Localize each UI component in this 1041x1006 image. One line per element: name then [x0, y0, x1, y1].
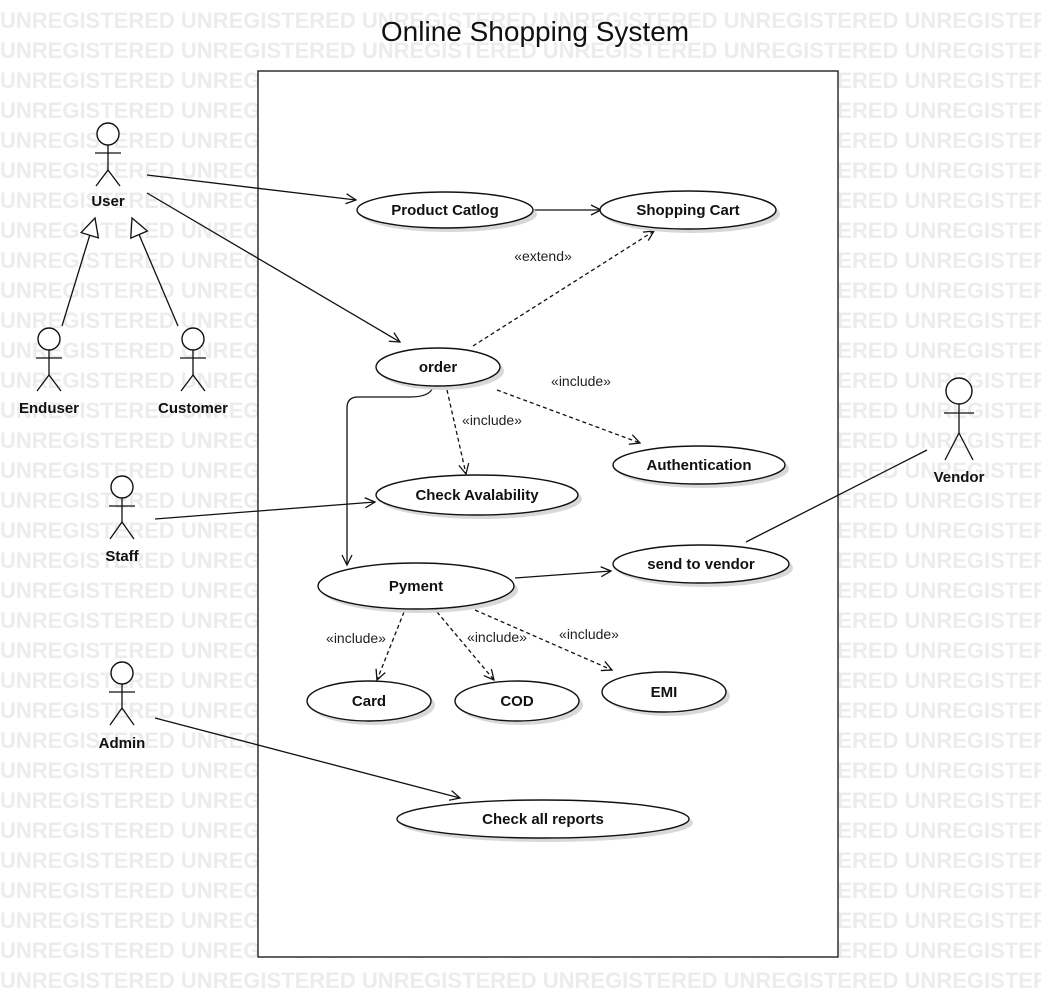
- use-case-label: COD: [500, 693, 534, 710]
- include-order-check-availability: [446, 389, 466, 474]
- stick-figure-icon: [180, 327, 206, 392]
- generalization-enduser-user: [61, 216, 100, 327]
- use-case-label: Product Catlog: [391, 202, 499, 219]
- include-label-emi: «include»: [559, 626, 619, 642]
- use-case-card[interactable]: Card: [306, 680, 435, 725]
- include-payment-card: [377, 611, 405, 680]
- actor-admin[interactable]: Admin: [99, 661, 146, 752]
- use-case-send-to-vendor[interactable]: send to vendor: [612, 544, 793, 587]
- use-case-payment[interactable]: Pyment: [317, 562, 518, 613]
- actor-label: User: [91, 193, 125, 210]
- assoc-user-product-catalog: [146, 174, 356, 200]
- actor-label: Customer: [158, 400, 228, 417]
- watermark-row: UNREGISTERED UNREGISTERED UNREGISTERED U…: [0, 968, 1041, 993]
- use-case-label: Pyment: [389, 578, 443, 595]
- actor-customer[interactable]: Customer: [158, 327, 228, 417]
- assoc-user-order: [146, 192, 400, 342]
- link-payment-send-to-vendor: [514, 571, 611, 579]
- use-case-authentication[interactable]: Authentication: [612, 445, 789, 488]
- assoc-staff-check-availability: [154, 502, 375, 520]
- use-case-emi[interactable]: EMI: [601, 671, 730, 716]
- use-case-label: send to vendor: [647, 556, 755, 573]
- extend-label: «extend»: [514, 248, 572, 264]
- include-payment-emi: [474, 609, 612, 670]
- actor-vendor[interactable]: Vendor: [934, 377, 985, 486]
- flow-order-payment: [347, 386, 434, 565]
- actor-user[interactable]: User: [91, 122, 125, 210]
- use-case-label: Authentication: [647, 457, 752, 474]
- extend-order-shopping-cart: [472, 231, 654, 347]
- use-case-order[interactable]: order: [375, 347, 504, 390]
- include-label-card: «include»: [326, 630, 386, 646]
- assoc-vendor-send-to-vendor: [745, 449, 928, 543]
- actor-label: Vendor: [934, 469, 985, 486]
- use-case-label: Check all reports: [482, 811, 604, 828]
- include-label-check-availability: «include»: [462, 412, 522, 428]
- stick-figure-icon: [109, 475, 135, 540]
- use-case-product-catalog[interactable]: Product Catlog: [356, 191, 537, 232]
- actor-label: Enduser: [19, 400, 79, 417]
- use-case-label: Check Avalability: [415, 487, 539, 504]
- use-case-check-all-reports[interactable]: Check all reports: [396, 799, 693, 842]
- stick-figure-icon: [95, 122, 121, 187]
- use-case-check-availability[interactable]: Check Avalability: [375, 474, 582, 519]
- stick-figure-icon: [109, 661, 135, 726]
- assoc-admin-check-all-reports: [154, 717, 460, 798]
- watermark-row: UNREGISTERED UNREGISTERED UNREGISTERED U…: [0, 8, 1041, 33]
- use-case-label: Card: [352, 693, 386, 710]
- watermark-row: UNREGISTERED UNREGISTERED UNREGISTERED U…: [0, 38, 1041, 63]
- include-payment-cod: [436, 611, 494, 680]
- use-case-shopping-cart[interactable]: Shopping Cart: [599, 190, 780, 233]
- use-case-label: order: [419, 359, 458, 376]
- actor-label: Staff: [105, 548, 139, 565]
- include-label-cod: «include»: [467, 629, 527, 645]
- stick-figure-icon: [36, 327, 62, 392]
- generalization-customer-user: [130, 216, 179, 327]
- relationships: [61, 174, 928, 798]
- stick-figure-icon: [944, 377, 974, 461]
- actor-label: Admin: [99, 735, 146, 752]
- actor-enduser[interactable]: Enduser: [19, 327, 79, 417]
- actor-staff[interactable]: Staff: [105, 475, 140, 565]
- diagram-title: Online Shopping System: [381, 16, 689, 47]
- include-order-authentication: [496, 389, 640, 443]
- use-case-label: EMI: [651, 684, 678, 701]
- use-case-cod[interactable]: COD: [454, 680, 583, 725]
- include-label-authentication: «include»: [551, 373, 611, 389]
- use-case-label: Shopping Cart: [636, 202, 739, 219]
